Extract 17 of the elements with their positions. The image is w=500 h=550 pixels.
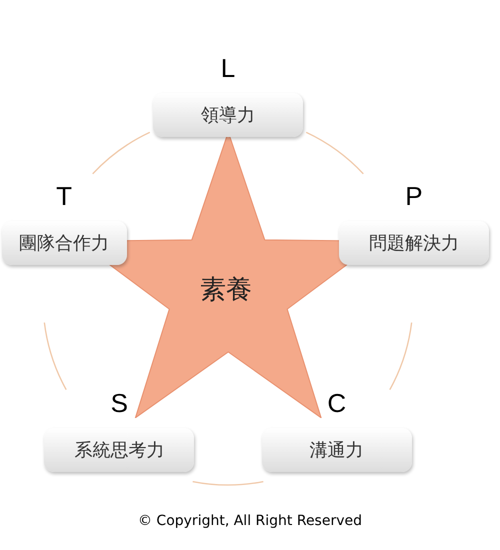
letter-heading: S <box>110 388 129 419</box>
center-label: 素養 <box>200 274 252 307</box>
circle-arc <box>306 132 364 174</box>
letter-heading: P <box>404 180 424 212</box>
letter-heading: C <box>326 388 348 419</box>
copyright-note: © Copyright, All Right Reserved <box>136 513 364 529</box>
circle-arc <box>92 132 150 174</box>
skill-box: 團隊合作力 <box>2 220 127 265</box>
skill-box: 溝通力 <box>262 428 412 472</box>
letter-heading: L <box>220 53 236 84</box>
circle-arc <box>44 322 67 390</box>
circle-arc <box>389 322 412 390</box>
skill-box: 問題解決力 <box>338 220 489 265</box>
circle-arc <box>192 480 264 486</box>
letter-heading: T <box>55 180 73 212</box>
skill-box: 領導力 <box>153 93 303 137</box>
skill-box: 系統思考力 <box>44 428 194 472</box>
